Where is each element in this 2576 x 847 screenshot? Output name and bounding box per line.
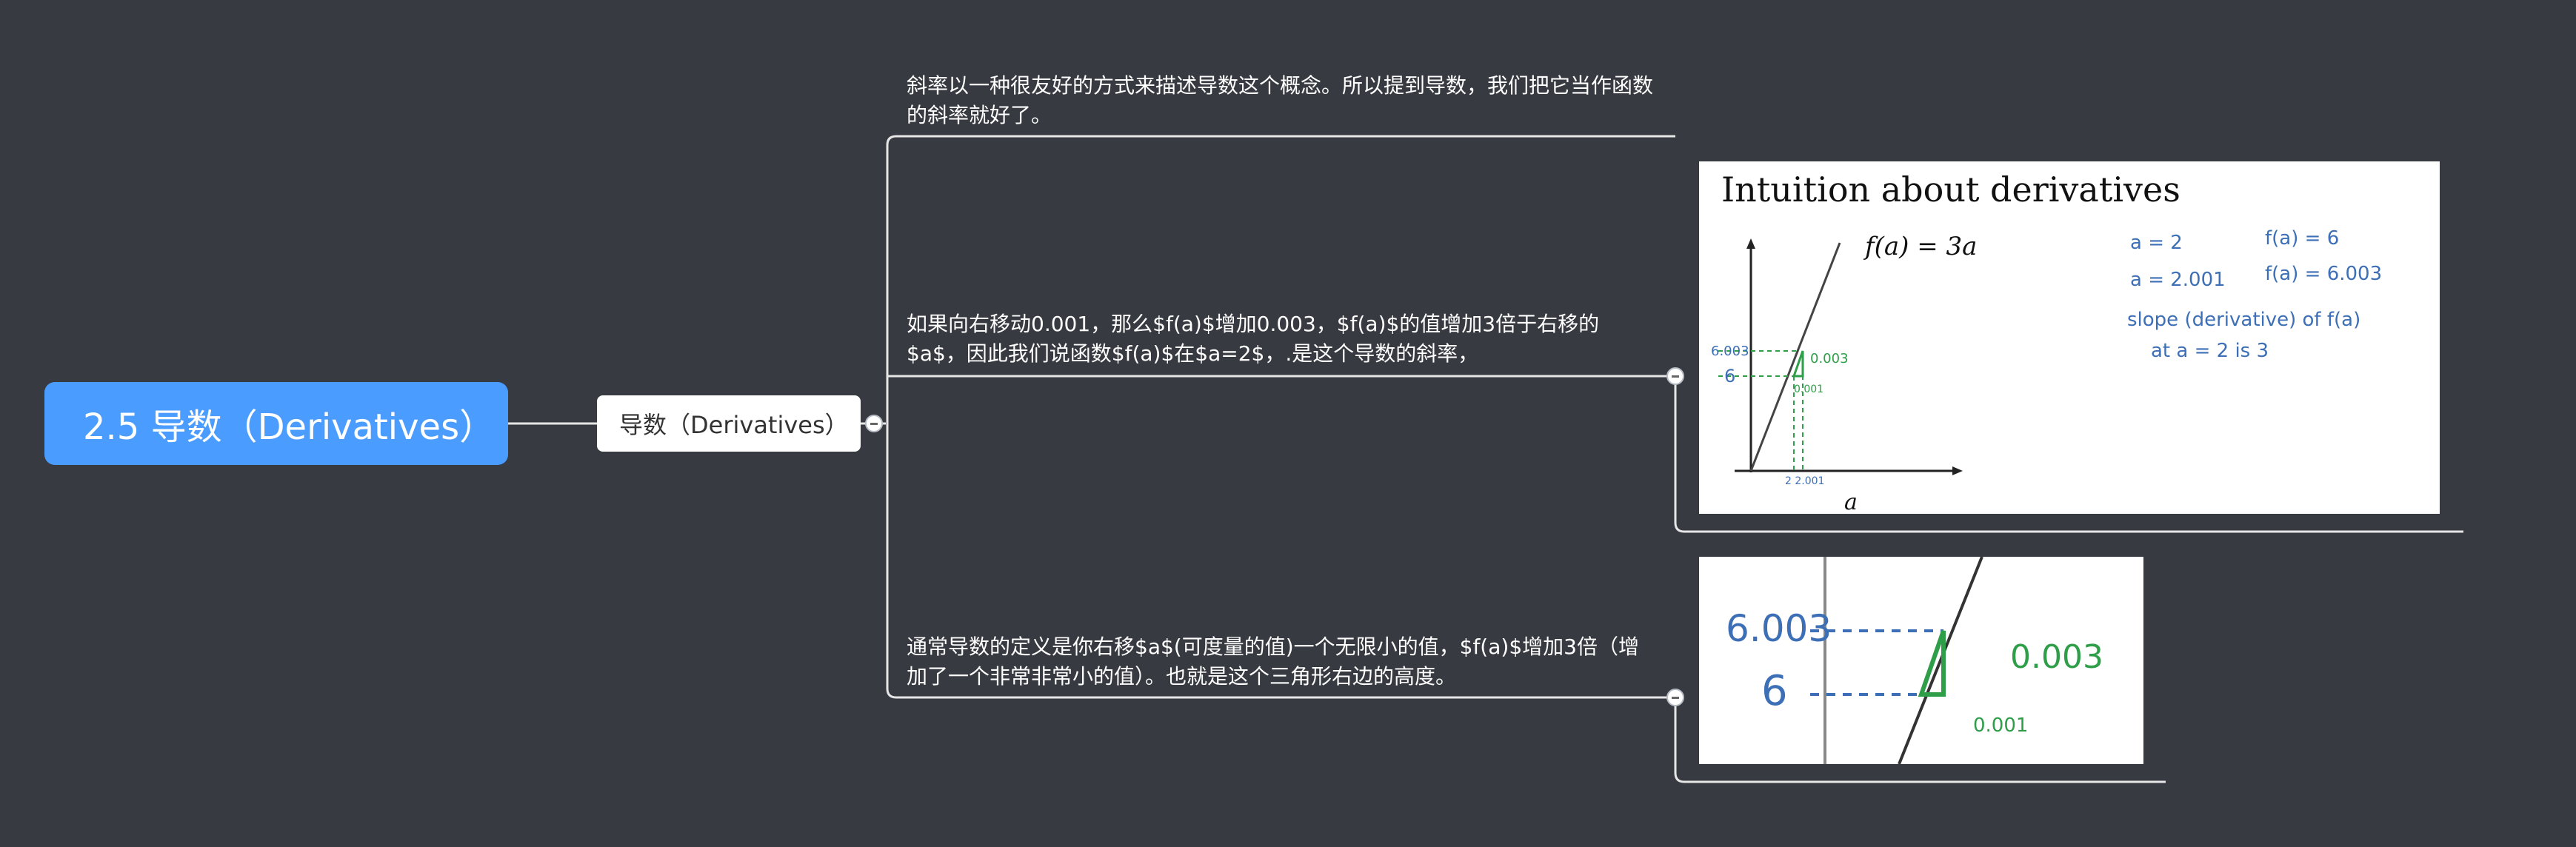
note-at-a2: at a = 2 is 3 [2151,340,2269,362]
delta-x-label: 0.001 [1794,384,1823,395]
delta-y-label: 0.003 [1810,351,1849,366]
topic-slope-intro[interactable]: 斜率以一种很友好的方式来描述导数这个概念。所以提到导数，我们把它当作函数的斜率就… [907,73,1654,127]
lecture-slide-image[interactable]: Intuition about derivatives a f(a) = 3a … [1699,161,2440,514]
axis-label-a: a [1844,489,1858,514]
collapse-button[interactable] [865,415,883,432]
topic-slope-example[interactable]: 如果向右移动0.001，那么$f(a)$增加0.003，$f(a)$的值增加3倍… [907,312,1600,366]
x-tick-label: 2 2.001 [1785,475,1824,487]
zoom-delta-x: 0.001 [1973,714,2028,737]
central-topic-label: 2.5 导数（Derivatives） [83,406,495,448]
tick-6: 6 [1724,366,1735,386]
topic-derivative-definition[interactable]: 通常导数的定义是你右移$a$(可度量的值)一个无限小的值，$f(a)$增加3倍（… [907,635,1639,689]
central-topic[interactable]: 2.5 导数（Derivatives） [44,382,508,465]
note-fa-6003: f(a) = 6.003 [2265,263,2382,285]
note-a-2: a = 2 [2130,232,2183,254]
note-a-2001: a = 2.001 [2130,269,2226,291]
zoom-tick-6: 6 [1761,667,1788,715]
collapse-button[interactable] [1666,689,1684,706]
note-fa-6: f(a) = 6 [2265,227,2339,250]
function-label: f(a) = 3a [1863,232,1977,261]
zoomed-triangle-image[interactable]: 6.003 6 0.003 0.001 [1699,557,2143,764]
tick-6003: 6.003 [1711,344,1749,359]
note-slope: slope (derivative) of f(a) [2127,309,2360,331]
subtopic-derivatives[interactable]: 导数（Derivatives） [597,395,861,452]
subtopic-label: 导数（Derivatives） [619,411,849,439]
slide-title: Intuition about derivatives [1721,170,2180,210]
collapse-button[interactable] [1666,367,1684,385]
zoom-delta-y: 0.003 [2010,638,2103,676]
zoom-tick-6003: 6.003 [1726,607,1832,650]
